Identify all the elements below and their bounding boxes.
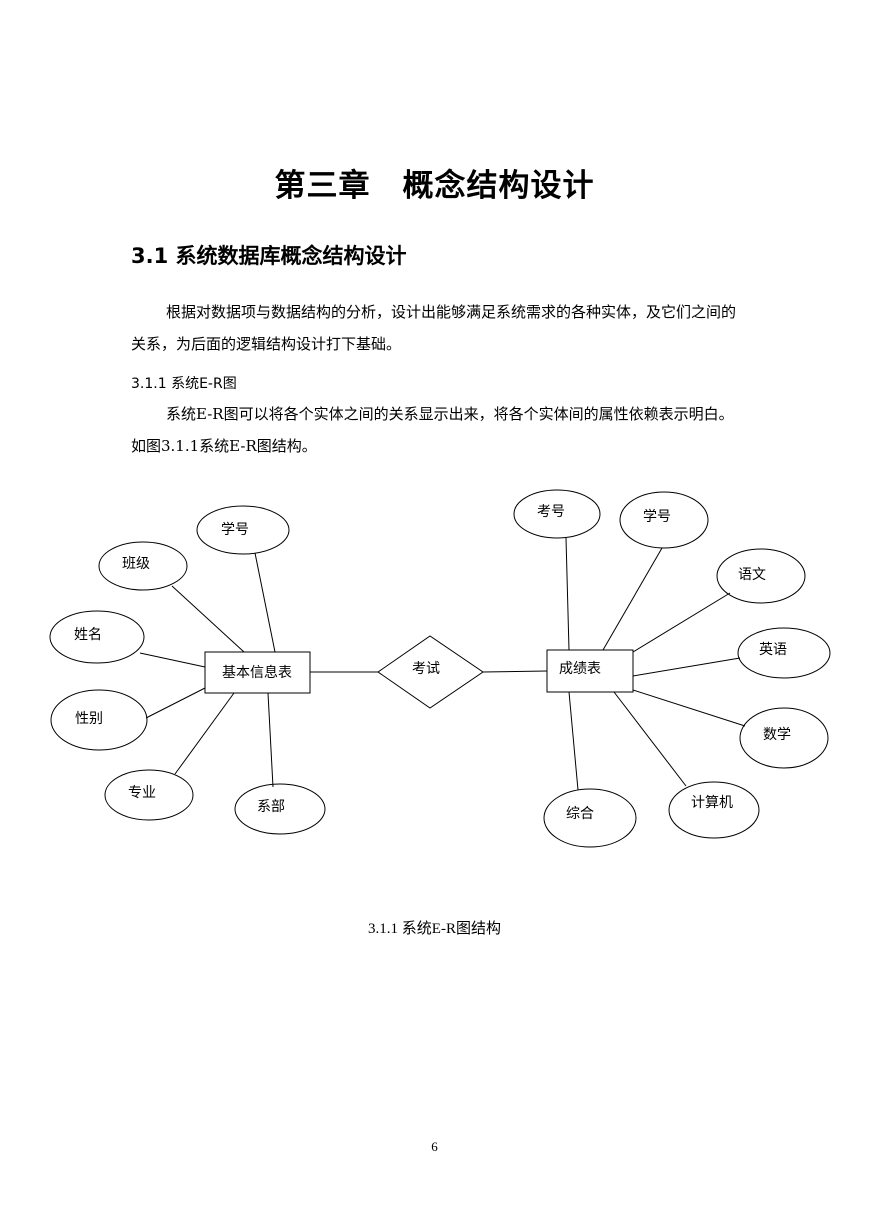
edge-right-yuwen	[632, 592, 731, 653]
attr-ellipse-jisuanji	[668, 781, 760, 839]
page-number: 6	[431, 1139, 438, 1154]
attr-ellipse-yuwen	[716, 548, 806, 604]
edge-right-xuehao	[602, 547, 663, 651]
entity-right-label: 成绩表	[559, 661, 601, 677]
edge-right-kaohao	[565, 537, 570, 651]
attr-xuehao-left: 学号	[221, 522, 249, 538]
chapter-title: 第三章 概念结构设计	[274, 168, 595, 204]
edge-left-xibu	[267, 692, 274, 788]
attr-banji: 班级	[122, 556, 150, 572]
attr-yuwen: 语文	[738, 567, 766, 583]
relationship-diamond	[377, 635, 484, 709]
attr-zonghe: 综合	[566, 806, 594, 822]
edge-right-shuxue	[632, 689, 746, 727]
attr-ellipse-banji	[98, 541, 188, 591]
attr-xibu: 系部	[257, 799, 285, 815]
attr-ellipse-zonghe	[543, 788, 637, 848]
attr-ellipse-yingyu	[737, 627, 831, 679]
relationship-label: 考试	[412, 661, 440, 677]
edge-left-banji	[171, 585, 245, 653]
edge-left-xingming	[139, 652, 206, 668]
attr-xuehao-right: 学号	[643, 509, 671, 525]
entity-right-box	[546, 649, 634, 693]
attr-xingming: 姓名	[74, 627, 102, 643]
attr-shuxue: 数学	[763, 727, 791, 743]
attr-ellipse-zhuanye	[104, 769, 194, 821]
attr-ellipse-shuxue	[739, 707, 829, 769]
edge-right-yingyu	[632, 657, 741, 677]
attr-ellipse-kaohao	[513, 489, 601, 539]
edge-left-zhuanye	[174, 692, 235, 775]
attr-zhuanye: 专业	[128, 785, 156, 801]
entity-left-label: 基本信息表	[222, 664, 292, 681]
attr-jisuanji: 计算机	[691, 795, 733, 811]
intro-paragraph: 根据对数据项与数据结构的分析，设计出能够满足系统需求的各种实体，及它们之间的关系…	[131, 303, 737, 353]
subsection-heading: 3.1.1 系统E-R图	[131, 376, 237, 392]
attr-ellipse-xuehao-right	[619, 491, 709, 549]
edge-relationship-right	[482, 670, 548, 673]
attr-xingbie: 性别	[75, 711, 103, 727]
entity-left-box	[204, 651, 311, 694]
section-heading: 3.1 系统数据库概念结构设计	[131, 244, 407, 268]
attr-ellipse-xibu	[234, 783, 326, 835]
er-diagram: 基本信息表 成绩表 考试 学号 班级 姓名 性别 专业 系部 考号 学号 语文 …	[49, 489, 831, 848]
figure-caption: 3.1.1 系统E-R图结构	[368, 921, 501, 937]
attr-ellipse-xuehao-left	[196, 505, 290, 555]
attr-ellipse-xingming	[49, 610, 145, 664]
attr-yingyu: 英语	[759, 641, 787, 658]
attr-ellipse-xingbie	[50, 689, 148, 751]
edge-left-xuehao	[254, 552, 276, 653]
edge-left-xingbie	[145, 687, 206, 719]
edge-right-zonghe	[568, 691, 579, 791]
er-description-paragraph: 系统E-R图可以将各个实体之间的关系显示出来，将各个实体间的属性依赖表示明白。如…	[131, 405, 734, 455]
attr-kaohao: 考号	[537, 504, 565, 520]
edge-right-jisuanji	[613, 691, 687, 787]
